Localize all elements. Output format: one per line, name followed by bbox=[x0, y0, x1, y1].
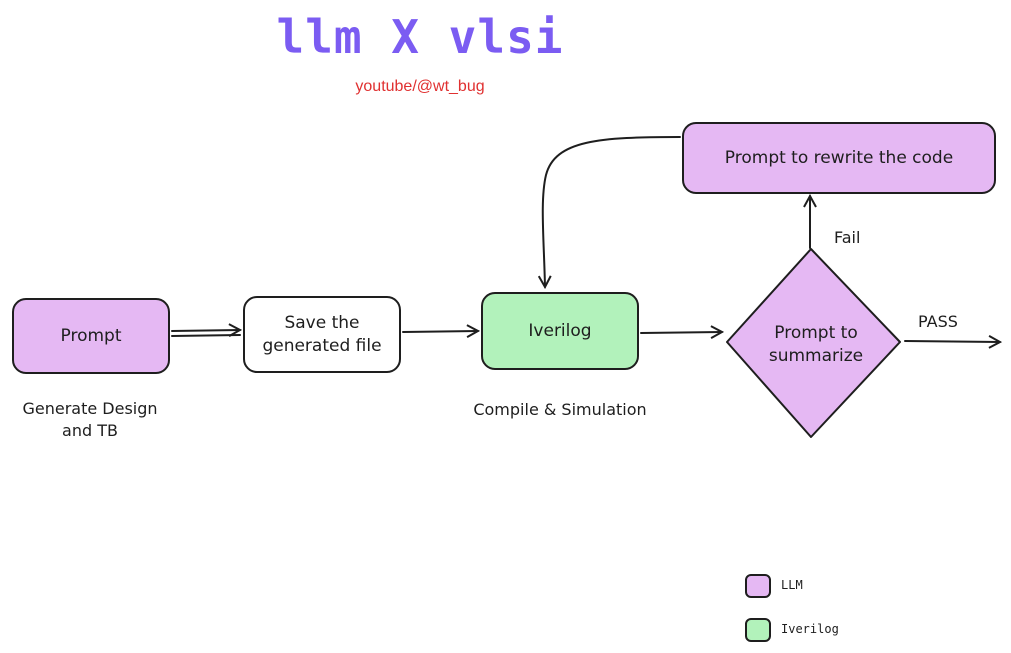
prompt-caption-line2: and TB bbox=[62, 420, 118, 440]
save-file-label-line1: Save the bbox=[284, 313, 360, 334]
legend-label-iverilog: Iverilog bbox=[781, 622, 839, 636]
legend-swatch-iverilog bbox=[745, 618, 771, 642]
save-file-node: Save the generated file bbox=[243, 296, 401, 373]
iverilog-caption: Compile & Simulation bbox=[473, 400, 647, 419]
arrow-iverilog-to-summarize bbox=[640, 332, 722, 333]
prompt-node-label: Prompt bbox=[60, 325, 122, 346]
diagram-title: llm X vlsi bbox=[276, 10, 564, 64]
rewrite-node-label: Prompt to rewrite the code bbox=[724, 147, 954, 168]
summarize-diamond bbox=[726, 248, 901, 438]
iverilog-node: Iverilog bbox=[481, 292, 639, 370]
legend-label-llm: LLM bbox=[781, 578, 803, 592]
prompt-node: Prompt bbox=[12, 298, 170, 374]
pass-edge-label: PASS bbox=[918, 312, 958, 331]
summarize-label-line2: summarize bbox=[768, 345, 864, 366]
arrow-pass bbox=[904, 341, 1000, 342]
rewrite-node: Prompt to rewrite the code bbox=[682, 122, 996, 194]
arrow-rewrite-to-iverilog bbox=[543, 136, 681, 287]
summarize-label-line1: Prompt to bbox=[774, 323, 858, 343]
prompt-caption-line1: Generate Design bbox=[22, 399, 158, 418]
summarize-label: Prompt to summarize bbox=[742, 322, 890, 368]
prompt-caption: Generate Design and TB bbox=[0, 398, 180, 441]
save-file-label-line2: generated file bbox=[262, 335, 382, 356]
diagram-subtitle: youtube/@wt_bug bbox=[355, 78, 485, 95]
iverilog-node-label: Iverilog bbox=[528, 320, 592, 341]
legend-swatch-llm bbox=[745, 574, 771, 598]
fail-edge-label: Fail bbox=[834, 228, 861, 247]
arrow-prompt-to-save bbox=[171, 330, 240, 331]
arrow-save-to-iverilog bbox=[402, 331, 478, 332]
